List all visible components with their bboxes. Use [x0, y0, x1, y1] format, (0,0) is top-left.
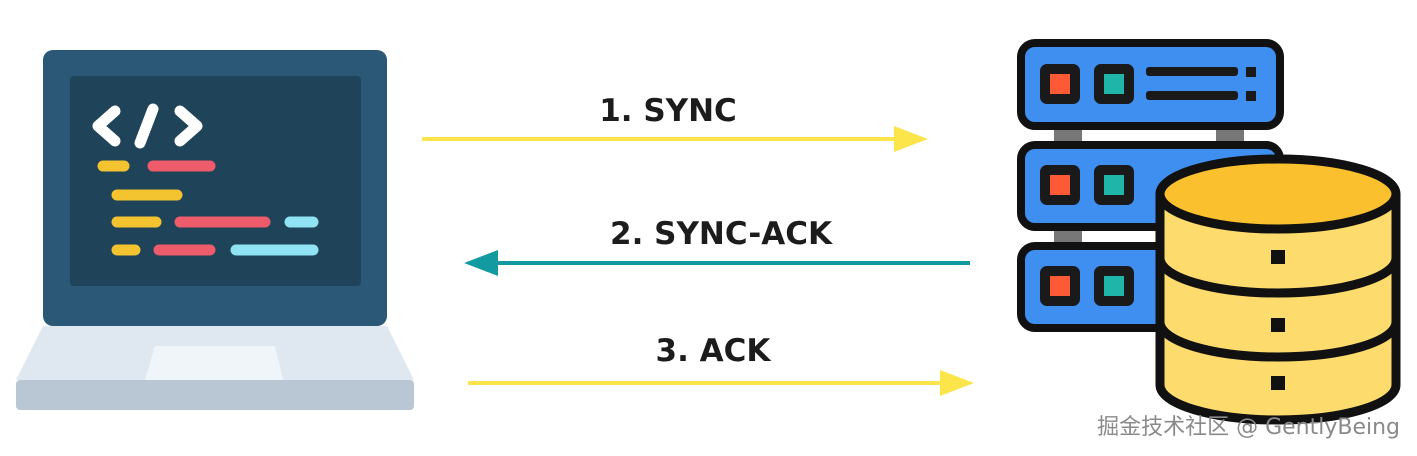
- step-2-label: 2. SYNC-ACK: [610, 216, 833, 252]
- ack-arrow: [468, 370, 974, 396]
- synack-arrow: [464, 250, 970, 276]
- laptop-code-icon: [16, 50, 414, 410]
- server-database-icon: [1017, 39, 1401, 425]
- watermark-text: 掘金技术社区 @ GentlyBeing: [1097, 415, 1400, 440]
- syn-arrow: [422, 126, 928, 152]
- step-3-label: 3. ACK: [656, 333, 772, 369]
- step-1-label: 1. SYNC: [599, 93, 737, 129]
